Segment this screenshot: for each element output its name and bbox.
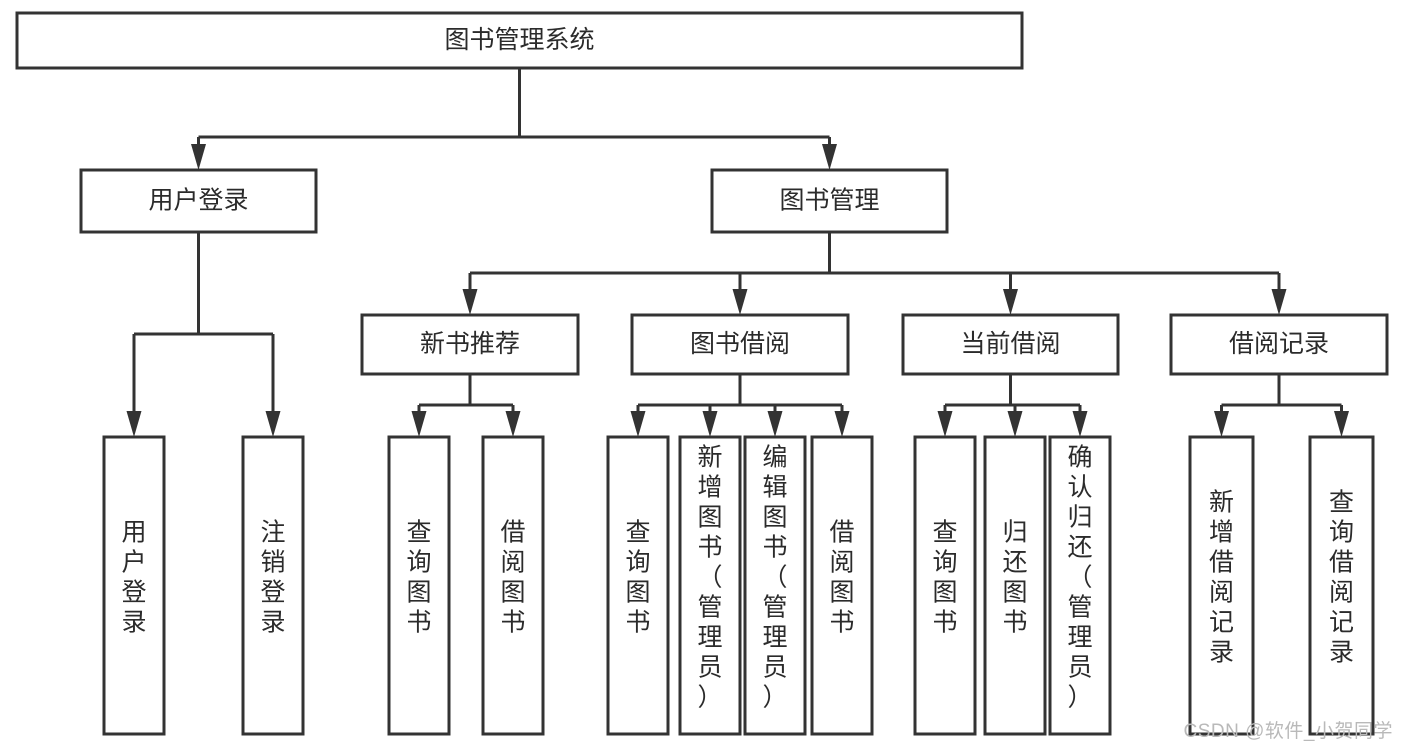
root-node-box[interactable] (15, 11, 1024, 70)
level3-node-3[interactable]: 当前借阅 (901, 313, 1120, 376)
leaf-node-box[interactable] (913, 435, 977, 736)
level3-node-label: 借阅记录 (1229, 330, 1329, 358)
level3-node-label: 图书借阅 (690, 330, 790, 358)
leaf-node-label: 编辑图书（管理员） (762, 444, 787, 712)
level2-node-box[interactable] (710, 168, 949, 234)
leaf-node-label: 确认归还（管理员） (1067, 444, 1092, 712)
leaf-node-box[interactable] (102, 435, 166, 736)
leaf-node-label: 归还图书 (1002, 519, 1027, 637)
leaf-node-12[interactable]: 新增借阅记录 (1188, 435, 1255, 736)
leaf-node-8[interactable]: 借阅图书 (810, 435, 874, 736)
root-node-label: 图书管理系统 (444, 26, 594, 54)
leaf-node-13[interactable]: 查询借阅记录 (1308, 435, 1375, 736)
level3-node-label: 新书推荐 (420, 330, 520, 358)
leaf-node-label: 查询图书 (932, 519, 957, 637)
leaf-node-box[interactable] (983, 435, 1047, 736)
leaf-node-box[interactable] (678, 435, 742, 736)
leaf-node-box[interactable] (387, 435, 451, 736)
leaf-node-box[interactable] (743, 435, 807, 736)
root-node-1[interactable]: 图书管理系统 (15, 11, 1024, 70)
leaf-node-label: 查询借阅记录 (1329, 489, 1354, 667)
level2-node-box[interactable] (79, 168, 318, 234)
leaf-node-label: 借阅图书 (829, 519, 854, 637)
leaf-node-box[interactable] (1308, 435, 1375, 736)
node-layer: 图书管理系统用户登录图书管理新书推荐图书借阅当前借阅借阅记录用户登录注销登录查询… (15, 11, 1389, 736)
level3-node-box[interactable] (630, 313, 850, 376)
leaf-node-box[interactable] (481, 435, 545, 736)
watermark-label: CSDN @软件_小贺同学 (1183, 721, 1393, 742)
leaf-node-9[interactable]: 查询图书 (913, 435, 977, 736)
leaf-node-3[interactable]: 查询图书 (387, 435, 451, 736)
level2-node-label: 用户登录 (148, 187, 248, 215)
level3-node-box[interactable] (360, 313, 580, 376)
level3-node-1[interactable]: 新书推荐 (360, 313, 580, 376)
leaf-node-box[interactable] (810, 435, 874, 736)
leaf-node-box[interactable] (241, 435, 305, 736)
leaf-node-2[interactable]: 注销登录 (241, 435, 305, 736)
leaf-node-11[interactable]: 确认归还（管理员） (1048, 435, 1112, 736)
leaf-node-label: 用户登录 (121, 519, 146, 637)
level3-node-label: 当前借阅 (960, 330, 1060, 358)
level3-node-box[interactable] (901, 313, 1120, 376)
leaf-node-box[interactable] (1188, 435, 1255, 736)
leaf-node-label: 查询图书 (625, 519, 650, 637)
leaf-node-6[interactable]: 新增图书（管理员） (678, 435, 742, 736)
leaf-node-label: 查询图书 (406, 519, 431, 637)
leaf-node-4[interactable]: 借阅图书 (481, 435, 545, 736)
connector-layer (126, 68, 1349, 437)
level3-node-2[interactable]: 图书借阅 (630, 313, 850, 376)
leaf-node-label: 新增借阅记录 (1209, 489, 1234, 667)
leaf-node-label: 新增图书（管理员） (697, 444, 722, 712)
level2-node-2[interactable]: 图书管理 (710, 168, 949, 234)
leaf-node-1[interactable]: 用户登录 (102, 435, 166, 736)
level2-node-label: 图书管理 (779, 187, 879, 215)
leaf-node-10[interactable]: 归还图书 (983, 435, 1047, 736)
leaf-node-label: 注销登录 (260, 519, 285, 637)
leaf-node-box[interactable] (1048, 435, 1112, 736)
level2-node-1[interactable]: 用户登录 (79, 168, 318, 234)
level3-node-box[interactable] (1169, 313, 1389, 376)
leaf-node-label: 借阅图书 (500, 519, 525, 637)
leaf-node-5[interactable]: 查询图书 (606, 435, 670, 736)
leaf-node-7[interactable]: 编辑图书（管理员） (743, 435, 807, 736)
level3-node-4[interactable]: 借阅记录 (1169, 313, 1389, 376)
leaf-node-box[interactable] (606, 435, 670, 736)
